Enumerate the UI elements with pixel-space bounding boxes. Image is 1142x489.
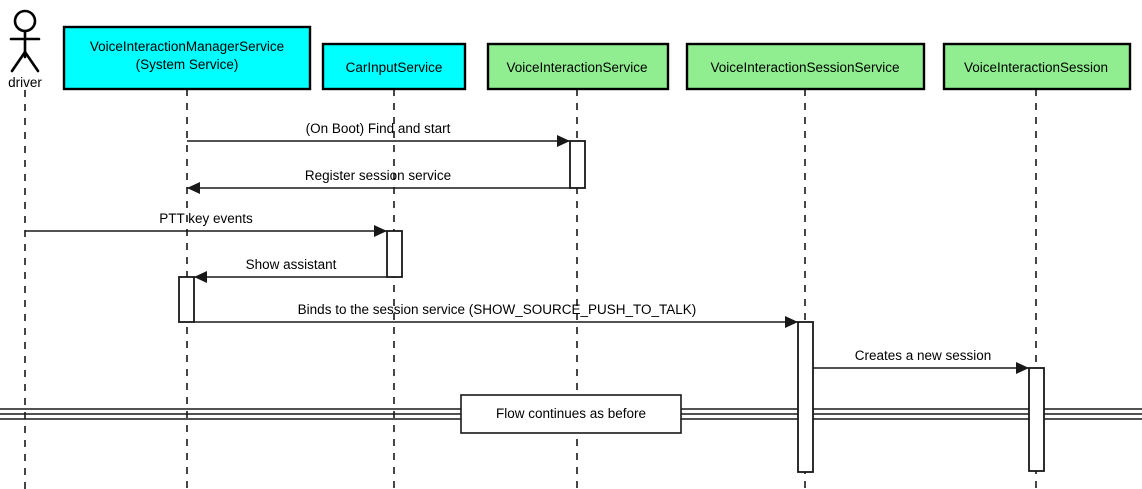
message-arrowhead-m3: [374, 225, 387, 237]
message-arrowhead-m2: [187, 182, 200, 194]
participant-label-visession: VoiceInteractionSession: [964, 60, 1108, 75]
divider-box-layer: Flow continues as before: [460, 394, 682, 434]
activation-bar-visession-4: [1028, 367, 1045, 472]
message-arrowhead-m6: [1016, 362, 1029, 374]
message-m5[interactable]: [194, 316, 798, 328]
participant-box-vis[interactable]: [486, 42, 670, 91]
message-label-m3: PTT key events: [159, 211, 253, 226]
participant-box-visession[interactable]: [942, 42, 1132, 91]
participant-box-carinput[interactable]: [321, 42, 467, 91]
participants-layer: VoiceInteractionManagerService (System Se…: [62, 25, 1132, 91]
message-m2[interactable]: [187, 182, 570, 194]
message-label-m6: Creates a new session: [855, 348, 992, 363]
participant-vissvc[interactable]: VoiceInteractionSessionService: [685, 42, 926, 91]
message-label-m5: Binds to the session service (SHOW_SOURC…: [298, 302, 697, 317]
actor-label-driver: driver: [8, 75, 42, 90]
actor-head-icon: [13, 9, 37, 33]
participant-visession[interactable]: VoiceInteractionSession: [942, 42, 1132, 91]
participant-box-vissvc[interactable]: [685, 42, 926, 91]
participant-vims[interactable]: VoiceInteractionManagerService (System Se…: [62, 25, 312, 91]
activation-bar-vis-0: [569, 140, 586, 189]
participant-label-vims: VoiceInteractionManagerService: [90, 39, 284, 54]
divider-box: [460, 394, 682, 434]
activation-bar-vims-2: [178, 276, 195, 323]
activations-layer: [178, 140, 1045, 473]
participant-label-vis: VoiceInteractionService: [506, 60, 647, 75]
message-m4[interactable]: [194, 271, 387, 283]
message-arrowhead-m5: [785, 316, 798, 328]
participant-label-carinput: CarInputService: [346, 60, 443, 75]
messages-layer: [25, 135, 1029, 374]
actor-leg-right-icon: [23, 50, 40, 73]
message-m6[interactable]: [813, 362, 1029, 374]
participant-carinput[interactable]: CarInputService: [321, 42, 467, 91]
participant-vis[interactable]: VoiceInteractionService: [486, 42, 670, 91]
message-label-m1: (On Boot) Find and start: [306, 121, 451, 136]
actor-leg-left-icon: [10, 50, 27, 73]
participant-label-vissvc: VoiceInteractionSessionService: [710, 60, 899, 75]
message-label-m2: Register session service: [305, 168, 451, 183]
participant-box-vims[interactable]: [62, 25, 312, 91]
message-m1[interactable]: [187, 135, 570, 147]
message-arrowhead-m4: [194, 271, 207, 283]
actors-layer: driver: [8, 9, 42, 90]
message-m3[interactable]: [25, 225, 387, 237]
message-arrowhead-m1: [557, 135, 570, 147]
message-label-m4: Show assistant: [246, 257, 337, 272]
actor-driver[interactable]: driver: [8, 9, 42, 90]
activation-bar-vissvc-3: [797, 321, 814, 473]
participant-sublabel-vims: (System Service): [136, 57, 239, 72]
activation-bar-carinput-1: [386, 230, 403, 278]
divider-label: Flow continues as before: [496, 406, 646, 421]
